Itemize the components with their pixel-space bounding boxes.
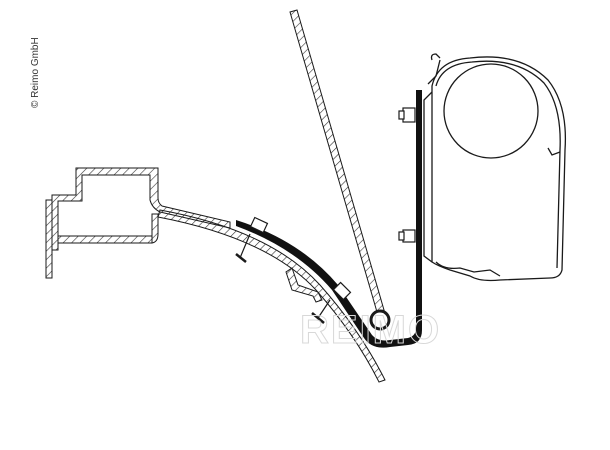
bolts — [235, 216, 352, 324]
watermark: REIMO — [299, 308, 442, 353]
vehicle-body-panel — [157, 209, 386, 383]
mount-nuts — [398, 107, 416, 243]
door-frame — [289, 9, 391, 331]
awning-cassette — [423, 53, 567, 282]
